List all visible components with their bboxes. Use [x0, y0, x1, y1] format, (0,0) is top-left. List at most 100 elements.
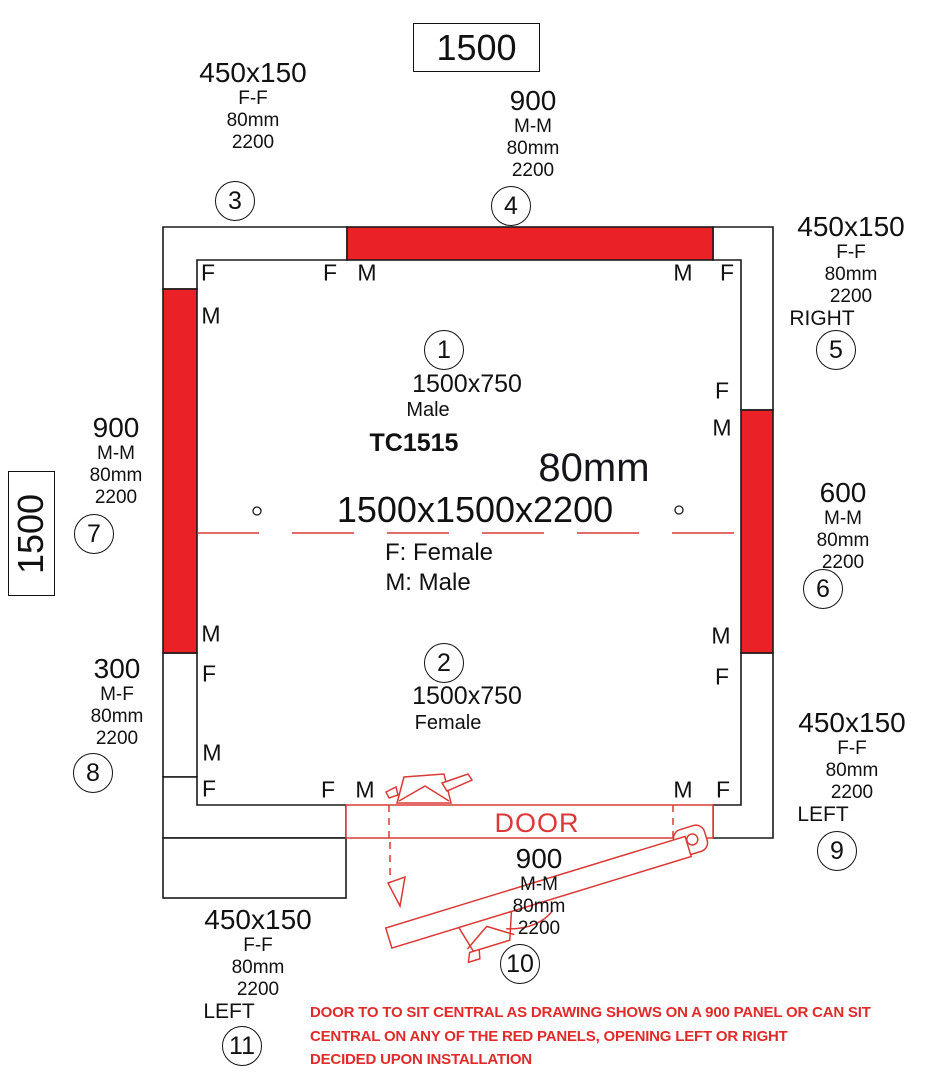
joint-label: M — [712, 414, 732, 441]
joint-label: M — [357, 259, 377, 286]
panel-height: 2200 — [231, 132, 275, 153]
panel-3-number: 3 — [215, 181, 255, 221]
corner-panel-top-left — [162, 226, 348, 290]
panel-3-annotation: 450x150 F-F 80mm 2200 — [183, 58, 323, 154]
panel-7-number: 7 — [74, 514, 114, 554]
panel-joint: M-M — [97, 443, 135, 464]
joint-label: M — [202, 739, 222, 766]
panel-thickness: 80mm — [226, 110, 280, 131]
ceiling-panel-1-size: 1500x750 — [412, 370, 522, 398]
fixing-point-left — [252, 506, 262, 516]
panel-4-number: 4 — [491, 186, 531, 226]
panel-joint: M-M — [520, 874, 558, 895]
panel-8-annotation: 300 M-F 80mm 2200 — [47, 654, 187, 750]
joint-label: F — [715, 776, 731, 803]
overall-width-dimension: 1500 — [413, 23, 540, 72]
panel-10-number: 10 — [500, 944, 540, 984]
panel-side-note: LEFT — [203, 1000, 255, 1023]
panel-height: 2200 — [94, 487, 138, 508]
installation-note: DOOR TO TO SIT CENTRAL AS DRAWING SHOWS … — [310, 1001, 910, 1072]
door-panel-outline — [345, 804, 714, 839]
panel-7-annotation: 900 M-M 80mm 2200 — [46, 413, 186, 509]
door-leaf — [384, 835, 693, 949]
joint-label: M — [201, 620, 221, 647]
panel-size: 450x150 — [199, 57, 307, 88]
panel-5-number: 5 — [816, 330, 856, 370]
fixing-point-right — [674, 505, 684, 515]
installation-note-line: DECIDED UPON INSTALLATION — [310, 1051, 532, 1069]
door-hinge-pin — [686, 833, 699, 846]
panel-thickness-label: 80mm — [538, 446, 650, 490]
corner-panel-bottom-left-offset — [162, 837, 347, 899]
joint-label: M — [201, 302, 221, 329]
panel-9-annotation: 450x150 F-F 80mm 2200 LEFT — [782, 708, 922, 826]
panel-thickness: 80mm — [824, 264, 878, 285]
red-panel-left-900 — [162, 288, 198, 654]
panel-size: 600 — [819, 477, 867, 508]
panel-height: 2200 — [95, 728, 139, 749]
ceiling-panel-2-number: 2 — [424, 643, 464, 683]
door-handle-open-icon — [457, 910, 513, 953]
panel-thickness: 80mm — [506, 138, 560, 159]
ceiling-panel-1-number: 1 — [424, 330, 464, 370]
joint-label: F — [322, 259, 338, 286]
joint-label: F — [201, 775, 217, 802]
ceiling-panel-2-gender: Female — [414, 712, 482, 734]
panel-height: 2200 — [829, 286, 873, 307]
panel-size: 450x150 — [798, 707, 906, 738]
ceiling-panel-2-size: 1500x750 — [412, 682, 522, 710]
panel-6-annotation: 600 M-M 80mm 2200 — [773, 478, 913, 574]
joint-label: M — [673, 259, 693, 286]
panel-side-note: LEFT — [797, 803, 849, 826]
panel-11-annotation: 450x150 F-F 80mm 2200 LEFT — [188, 905, 328, 1023]
panel-size: 300 — [93, 653, 141, 684]
panel-size: 900 — [515, 843, 563, 874]
overall-depth-dimension: 1500 — [8, 471, 55, 596]
joint-label: F — [714, 377, 730, 404]
panel-height: 2200 — [511, 160, 555, 181]
joint-label: F — [714, 663, 730, 690]
panel-joint: M-F — [100, 684, 134, 705]
door-label: DOOR — [494, 808, 580, 838]
open-door-leaf — [384, 824, 709, 964]
panel-joint: F-F — [836, 242, 866, 263]
joint-label: M — [355, 776, 375, 803]
panel-6-number: 6 — [803, 569, 843, 609]
panel-thickness: 80mm — [816, 530, 870, 551]
joint-label: F — [719, 259, 735, 286]
joint-label: F — [200, 259, 216, 286]
door-swing-arrowhead — [386, 875, 406, 909]
installation-note-line: DOOR TO TO SIT CENTRAL AS DRAWING SHOWS … — [310, 1004, 871, 1021]
panel-thickness: 80mm — [825, 760, 879, 781]
panel-11-number: 11 — [222, 1026, 262, 1066]
corner-panel-bottom-left — [162, 776, 347, 839]
panel-joint: F-F — [243, 935, 273, 956]
panel-height: 2200 — [821, 552, 865, 573]
panel-joint: M-M — [514, 116, 552, 137]
room-size-label: 1500x1500x2200 — [336, 489, 614, 530]
panel-thickness: 80mm — [231, 957, 285, 978]
panel-joint: F-F — [837, 738, 867, 759]
panel-size: 450x150 — [797, 211, 905, 242]
joint-label: M — [673, 776, 693, 803]
legend-female: F: Female — [384, 539, 494, 566]
panel-side-note: RIGHT — [789, 307, 855, 330]
panel-size: 900 — [92, 412, 140, 443]
installation-note-line: CENTRAL ON ANY OF THE RED PANELS, OPENIN… — [310, 1027, 788, 1045]
panel-height: 2200 — [236, 979, 280, 1000]
legend-male: M: Male — [385, 569, 471, 596]
panel-5-annotation: 450x150 F-F 80mm 2200 RIGHT — [781, 212, 921, 330]
dimension-value: 1500 — [436, 26, 517, 68]
panel-thickness: 80mm — [90, 706, 144, 727]
panel-thickness: 80mm — [512, 896, 566, 917]
panel-size: 900 — [509, 85, 557, 116]
panel-9-number: 9 — [817, 831, 857, 871]
ceiling-panel-1-gender: Male — [406, 399, 450, 421]
joint-label: M — [711, 622, 731, 649]
joint-label: F — [320, 776, 336, 803]
joint-label: F — [201, 660, 217, 687]
model-code: TC1515 — [369, 429, 459, 457]
panel-joint: F-F — [238, 88, 268, 109]
